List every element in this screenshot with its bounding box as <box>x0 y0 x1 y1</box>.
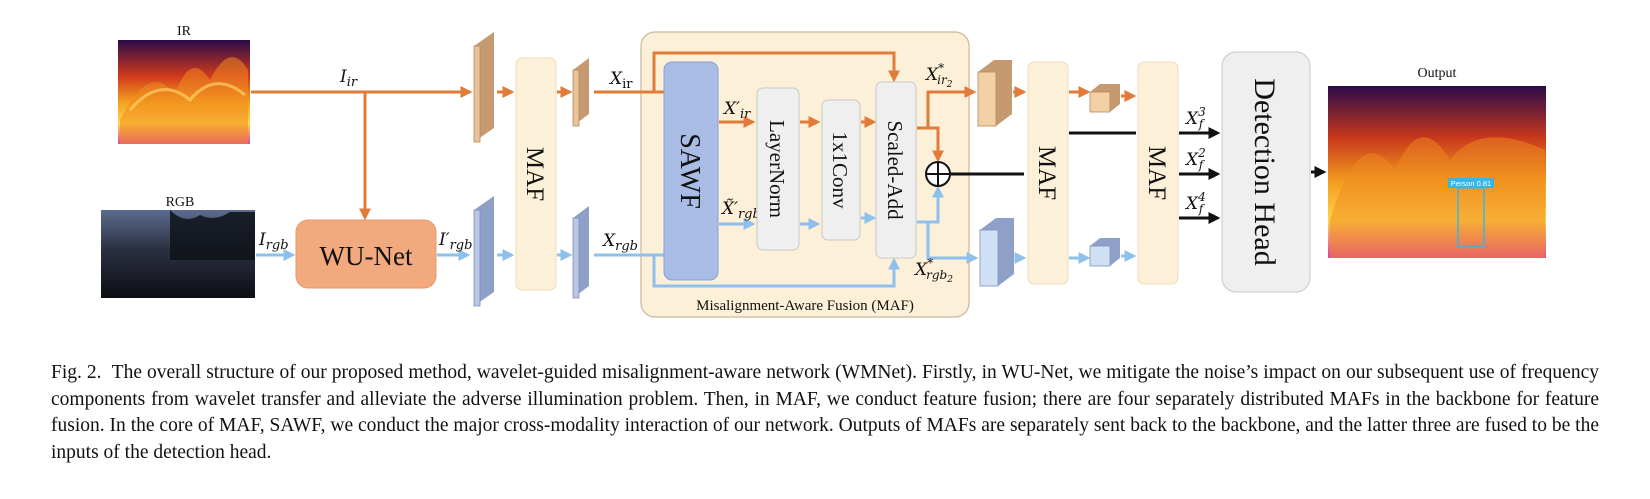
rgb-input-image <box>101 210 255 298</box>
rgb-feature-slab-2 <box>572 206 589 299</box>
i-ir-label: Iir <box>339 67 358 90</box>
x-ir-prime-label: X′ir <box>722 99 751 122</box>
elementwise-sum-icon <box>925 161 951 187</box>
ir-feature-cube-3 <box>977 60 1012 127</box>
maf-3-label: MAF <box>1143 146 1170 200</box>
maf-2-label: MAF <box>1033 146 1060 200</box>
detection-head-block <box>1221 51 1311 293</box>
ir-input-image <box>118 40 250 145</box>
arrow-rgb-star-out <box>926 222 979 264</box>
detection-head-label: Detection Head <box>1248 78 1281 265</box>
arrow-scaledadd-rgb-to-sum <box>917 185 944 224</box>
rgb-label: RGB <box>166 195 195 210</box>
layernorm-label: LayerNorm <box>765 120 789 218</box>
figure-caption: Fig. 2. The overall structure of our pro… <box>51 360 1599 466</box>
conv-label: 1x1Conv <box>828 131 852 209</box>
sawf-label: SAWF <box>674 133 705 209</box>
caption-text: The overall structure of our proposed me… <box>51 362 1599 463</box>
maf-block-2 <box>1027 61 1069 285</box>
maf-block-1 <box>515 57 557 291</box>
wunet-label: WU-Net <box>320 241 413 271</box>
sawf-block <box>663 61 719 281</box>
ir-feature-cube-4 <box>1089 84 1120 113</box>
x-rgb-star-label: X*rgb2 <box>913 256 953 285</box>
ir-feature-slab-1 <box>473 32 494 143</box>
x-rgb-label: Xrgb <box>601 231 638 254</box>
output-label: Output <box>1418 66 1457 81</box>
rgb-feature-slab-1 <box>473 196 494 307</box>
arrow-scaledadd-ir-to-sum <box>917 126 944 163</box>
ir-feature-slab-2 <box>572 58 589 127</box>
ir-label: IR <box>177 24 192 39</box>
x-rgb-tilde-label: X̃′rgb <box>720 199 761 222</box>
architecture-diagram: IR RGB Iir Irgb WU-Net I′rgb MAF Xir Xrg… <box>101 24 1546 318</box>
layernorm-block <box>756 87 800 251</box>
detection-box-label: Person 0.81 <box>1451 179 1491 188</box>
wunet-block <box>295 219 437 289</box>
maf-1-label: MAF <box>521 147 548 201</box>
x-ir-label: Xir <box>608 69 633 92</box>
figure-number: Fig. 2. <box>51 362 102 383</box>
maf-detail-caption: Misalignment-Aware Fusion (MAF) <box>696 298 914 314</box>
conv-block <box>821 99 861 241</box>
x-ir-star-label: X*ir2 <box>924 61 953 90</box>
i-rgb-prime-label: I′rgb <box>438 230 472 253</box>
i-rgb-label: Irgb <box>258 230 289 253</box>
output-image: Person 0.81 <box>1328 86 1546 258</box>
rgb-feature-cube-4 <box>1089 238 1120 267</box>
maf-block-3 <box>1137 61 1179 285</box>
rgb-bypass-arrow <box>652 255 900 288</box>
rgb-feature-cube-3 <box>979 218 1014 287</box>
scaled-add-block <box>875 81 917 259</box>
scaled-add-label: Scaled-Add <box>883 120 907 220</box>
arrow-ir-star-out <box>926 86 977 128</box>
ir-bypass-arrow <box>652 51 900 92</box>
